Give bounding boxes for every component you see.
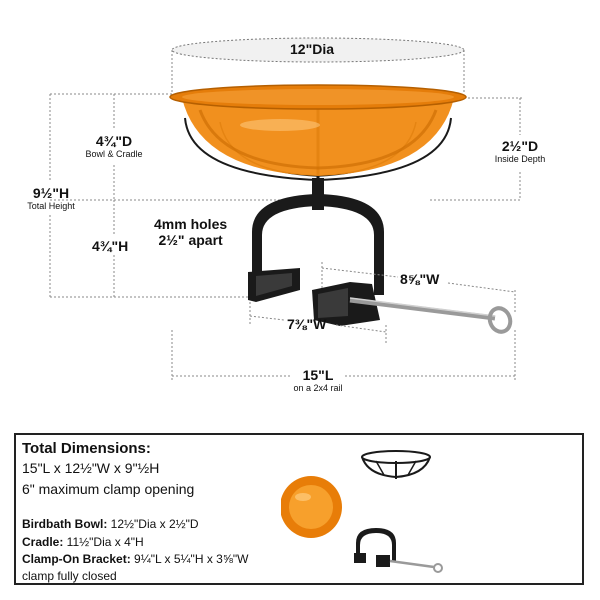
holes-note-line1: 4mm holes [154,216,228,232]
spec-bowl-label: Birdbath Bowl: [22,517,108,531]
summary-dimensions: 15"L x 12½"W x 9"½H [22,460,160,476]
spec-footer: clamp fully closed [22,569,117,583]
bowl-shadow [198,109,438,170]
thumbnail-bowl [281,476,342,538]
bracket-thumbnail-u [356,528,396,561]
length-caption: on a 2x4 rail [293,383,343,393]
bracket-thumbnail-rod [389,559,435,569]
inside-depth-group: 2½"D Inside Depth [484,138,556,164]
product-diagram: 12"Dia 4¾"D Bowl & Cradle 9½"H Total Hei… [18,37,556,393]
spec-bracket-value: 9¼"L x 5¼"H x 3⅝"W [130,552,249,566]
clamp-width-label: 8⅝"W [400,271,440,287]
thumbnail-bracket [354,528,443,573]
bowl-highlight [240,119,320,131]
length-group: 15"L on a 2x4 rail [290,367,346,393]
summary-title: Total Dimensions: [22,440,151,457]
spec-cradle-value: 11½"Dia x 4"H [63,535,144,549]
diagram-illustration [49,37,522,380]
threaded-rod [349,297,496,321]
bracket-width-label: 7⅜"W [287,316,327,332]
clamp-width-line-left [321,267,399,278]
bowl-cradle-depth-caption: Bowl & Cradle [85,149,143,159]
threaded-rod-shine [349,297,496,317]
bracket-thumbnail-left-plate [354,553,366,563]
clamp-width-line-right [447,282,516,293]
eye-bolt-ring [487,306,513,334]
inside-depth-value: 2½"D [501,138,539,154]
spec-bowl-value: 12½"Dia x 2½"D [107,517,199,531]
right-clamp-face [318,288,348,318]
bracket-height-label: 4¾"H [92,238,129,254]
bracket-width-line-right [335,324,387,333]
spec-bowl: Birdbath Bowl: 12½"Dia x 2½"D [22,517,199,531]
cradle-thumbnail-strut-right [407,460,417,476]
spec-cradle-label: Cradle: [22,535,64,549]
bowl-cradle-depth-value: 4¾"D [95,133,133,149]
inside-depth-caption: Inside Depth [494,154,546,164]
bracket-width-line-left [249,315,285,321]
bowl-thumbnail-shine [295,493,311,501]
summary-clamp-opening: 6" maximum clamp opening [22,481,195,497]
bowl-rim-inner [182,89,454,105]
total-dimensions-box: Total Dimensions: 15"L x 12½"W x 9"½H 6"… [14,433,584,585]
bowl-cradle-depth-group: 4¾"D Bowl & Cradle [78,133,150,159]
spec-cradle: Cradle: 11½"Dia x 4"H [22,535,144,549]
total-height-group: 9½"H Total Height [18,185,84,211]
holes-note: 4mm holes 2½" apart [154,216,227,248]
spec-bracket: Clamp-On Bracket: 9¼"L x 5¼"H x 3⅝"W [22,552,248,566]
total-height-caption: Total Height [27,201,75,211]
thumbnail-cradle [361,450,431,479]
length-value: 15"L [302,367,334,383]
diameter-label: 12"Dia [290,41,334,57]
spec-bracket-label: Clamp-On Bracket: [22,552,131,566]
bracket-thumbnail-right-plate [376,555,390,567]
cradle-thumbnail-strut-left [375,460,385,476]
bracket-thumbnail-eye [433,563,443,573]
bowl-thumbnail-inner [289,485,333,529]
left-clamp-face [256,273,292,296]
total-height-value: 9½"H [32,185,70,201]
holes-note-line2: 2½" apart [158,232,223,248]
